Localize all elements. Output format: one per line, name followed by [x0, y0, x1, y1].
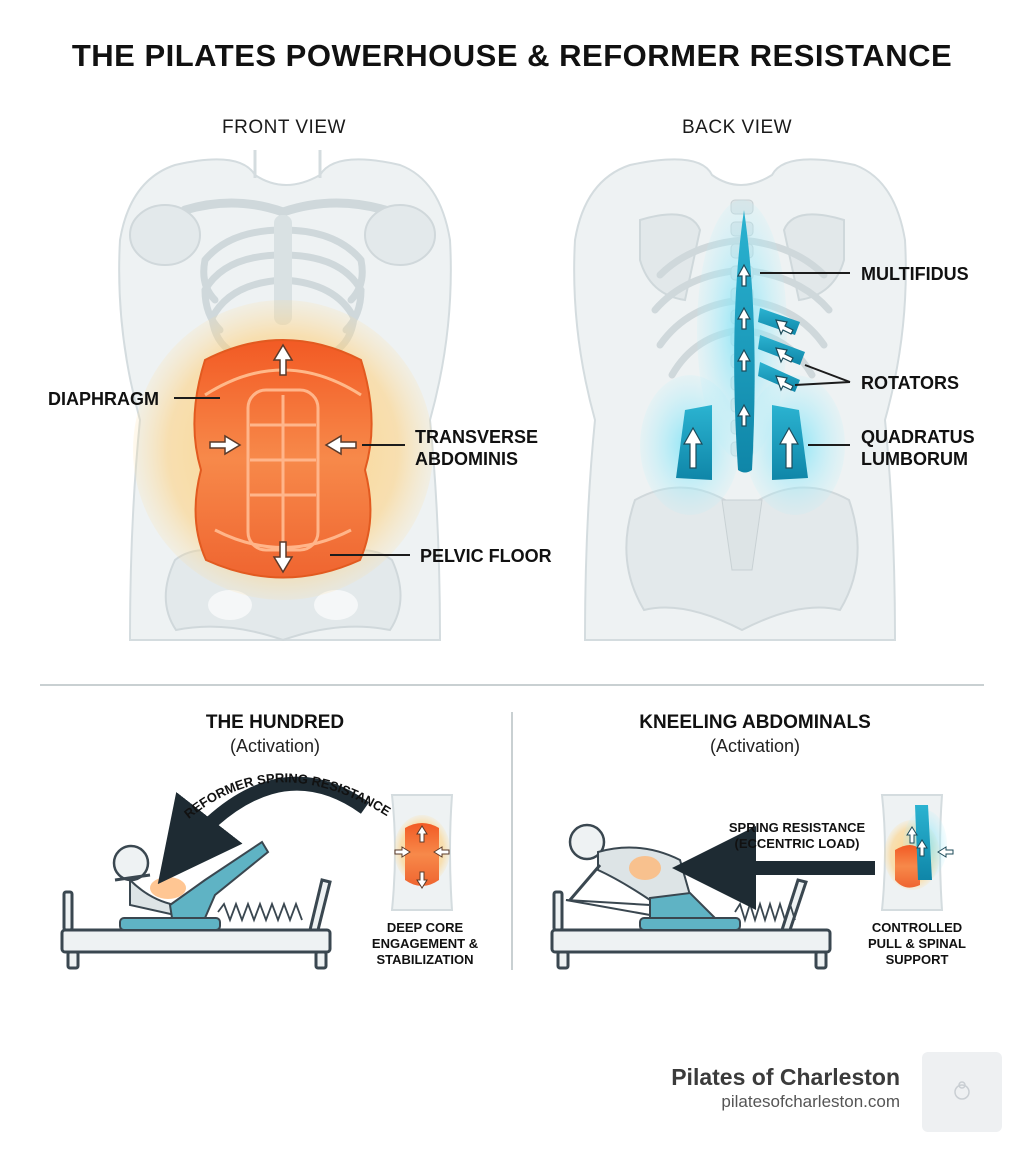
hundred-arc-arrow	[157, 776, 370, 885]
hundred-caption-line2: ENGAGEMENT &	[371, 936, 479, 951]
arrow-up-icon	[272, 343, 294, 376]
logo-icon	[954, 1081, 970, 1100]
back-view-label: BACK VIEW	[682, 117, 793, 138]
kneeling-spring	[734, 900, 796, 924]
page-title: THE PILATES POWERHOUSE & REFORMER RESIST…	[71, 38, 953, 73]
quadratus-label-line2: LUMBORUM	[861, 449, 968, 469]
transverse-label-line2: ABDOMINIS	[415, 449, 518, 469]
transverse-label-line1: TRANSVERSE	[415, 427, 539, 447]
hundred-reformer	[60, 878, 332, 970]
kneeling-caption-line1: CONTROLLED	[871, 920, 963, 935]
arrow-down-icon	[272, 541, 294, 574]
kneeling-arrow-label-line2: (ECCENTRIC LOAD)	[734, 836, 860, 851]
rotators-leader-1	[804, 364, 851, 383]
back-arrows	[682, 263, 800, 469]
arrow-up-icon	[682, 426, 704, 469]
kneeling-caption: CONTROLLED PULL & SPINAL SUPPORT	[852, 920, 982, 968]
brand-url[interactable]: pilatesofcharleston.com	[721, 1092, 900, 1111]
vertical-divider	[511, 712, 513, 970]
kneeling-caption-line3: SUPPORT	[885, 952, 949, 967]
horizontal-divider	[40, 684, 984, 686]
hundred-caption-line3: STABILIZATION	[376, 952, 474, 967]
kneeling-legs	[649, 891, 718, 919]
diaphragm-label: DIAPHRAGM	[48, 389, 159, 409]
kneeling-subtitle: (Activation)	[709, 736, 801, 756]
pelvic-floor-label: PELVIC FLOOR	[420, 546, 552, 566]
kneeling-arrow-label-line1: SPRING RESISTANCE	[728, 820, 866, 835]
arrow-right-icon	[209, 434, 242, 456]
rotators-label: ROTATORS	[861, 373, 959, 393]
kneeling-head	[568, 823, 606, 861]
arrow-up-icon	[778, 426, 800, 469]
brand-logo	[922, 1052, 1002, 1132]
kneeling-caption-line2: PULL & SPINAL	[868, 936, 966, 951]
hundred-title: THE HUNDRED	[205, 712, 345, 733]
quadratus-label-line1: QUADRATUS	[861, 427, 975, 447]
arrow-left-icon	[324, 434, 357, 456]
front-core-arrows	[209, 343, 357, 574]
rotators-leader-2	[794, 381, 851, 386]
hundred-spring	[217, 901, 303, 923]
hundred-caption: DEEP CORE ENGAGEMENT & STABILIZATION	[360, 920, 490, 968]
kneeling-arrow-label: SPRING RESISTANCE (ECCENTRIC LOAD)	[712, 820, 882, 852]
front-view-label: FRONT VIEW	[222, 117, 346, 138]
hundred-caption-line1: DEEP CORE	[386, 920, 464, 935]
multifidus-label: MULTIFIDUS	[861, 264, 969, 284]
kneeling-reformer	[550, 878, 832, 970]
kneeling-title: KNEELING ABDOMINALS	[639, 712, 871, 733]
hundred-subtitle: (Activation)	[229, 736, 321, 756]
brand-name: Pilates of Charleston	[671, 1064, 900, 1090]
